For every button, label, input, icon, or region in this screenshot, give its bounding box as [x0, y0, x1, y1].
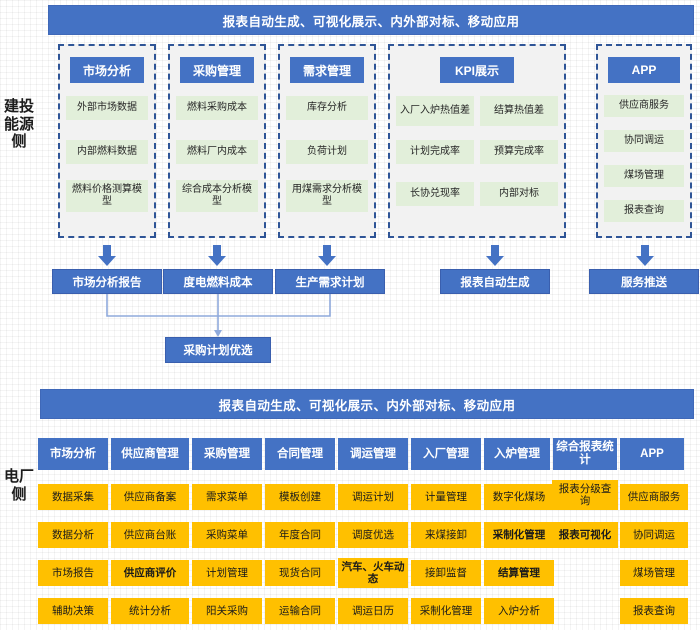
col-head-inbound-plant-management[interactable]: 入厂管理	[411, 438, 481, 470]
leaf-procurement-3[interactable]: 综合成本分析模型	[176, 180, 258, 212]
group-title-demand-management[interactable]: 需求管理	[290, 57, 364, 83]
arrow-down-procurement	[208, 245, 226, 266]
leaf-procurement-2[interactable]: 燃料厂内成本	[176, 140, 258, 164]
cell-contract-management-4[interactable]: 运输合同	[265, 598, 335, 624]
group-title-market-analysis[interactable]: 市场分析	[70, 57, 144, 83]
lower-banner: 报表自动生成、可视化展示、内外部对标、移动应用	[40, 389, 694, 419]
col-head-procurement-management[interactable]: 采购管理	[192, 438, 262, 470]
leaf-market-analysis-1[interactable]: 外部市场数据	[66, 96, 148, 120]
leaf-market-analysis-3[interactable]: 燃料价格测算模型	[66, 180, 148, 212]
outcome-service-push[interactable]: 服务推送	[589, 269, 699, 294]
cell-contract-management-3[interactable]: 现货合同	[265, 560, 335, 586]
leaf-app-2[interactable]: 协同调运	[604, 130, 684, 152]
cell-comprehensive-report-2[interactable]: 报表可视化	[552, 522, 618, 548]
outcome-market-analysis-report[interactable]: 市场分析报告	[52, 269, 162, 294]
group-title-procurement-management[interactable]: 采购管理	[180, 57, 254, 83]
cell-furnace-management-4[interactable]: 入炉分析	[484, 598, 554, 624]
cell-market-analysis-2[interactable]: 数据分析	[38, 522, 108, 548]
group-title-kpi-display[interactable]: KPI展示	[440, 57, 514, 83]
cell-furnace-management-2[interactable]: 采制化管理	[484, 522, 554, 548]
leaf-kpi-2[interactable]: 结算热值差	[480, 96, 558, 126]
cell-app-4[interactable]: 报表查询	[620, 598, 688, 624]
outcome-procurement-plan-optimization[interactable]: 采购计划优选	[165, 337, 271, 363]
cell-market-analysis-3[interactable]: 市场报告	[38, 560, 108, 586]
arrow-down-market	[98, 245, 116, 266]
upper-banner: 报表自动生成、可视化展示、内外部对标、移动应用	[48, 5, 694, 35]
arrow-down-demand	[318, 245, 336, 266]
cell-supplier-management-4[interactable]: 统计分析	[111, 598, 189, 624]
leaf-demand-1[interactable]: 库存分析	[286, 96, 368, 120]
cell-comprehensive-report-1[interactable]: 报表分级查询	[552, 480, 618, 510]
cell-procurement-management-3[interactable]: 计划管理	[192, 560, 262, 586]
cell-supplier-management-3[interactable]: 供应商评价	[111, 560, 189, 586]
outcome-production-demand-plan[interactable]: 生产需求计划	[275, 269, 385, 294]
cell-market-analysis-4[interactable]: 辅助决策	[38, 598, 108, 624]
col-head-comprehensive-report-statistics[interactable]: 综合报表统计	[553, 438, 617, 470]
col-head-app[interactable]: APP	[620, 438, 684, 470]
group-title-app[interactable]: APP	[608, 57, 680, 83]
cell-procurement-management-2[interactable]: 采购菜单	[192, 522, 262, 548]
leaf-demand-2[interactable]: 负荷计划	[286, 140, 368, 164]
leaf-kpi-1[interactable]: 入厂入炉热值差	[396, 96, 474, 126]
cell-dispatch-management-1[interactable]: 调运计划	[338, 484, 408, 510]
cell-furnace-management-1[interactable]: 数字化煤场	[484, 484, 554, 510]
leaf-app-3[interactable]: 煤场管理	[604, 165, 684, 187]
cell-dispatch-management-4[interactable]: 调运日历	[338, 598, 408, 624]
cell-dispatch-management-2[interactable]: 调度优选	[338, 522, 408, 548]
outcome-fuel-cost-per-kwh[interactable]: 度电燃料成本	[163, 269, 273, 294]
leaf-kpi-6[interactable]: 内部对标	[480, 182, 558, 206]
leaf-kpi-3[interactable]: 计划完成率	[396, 140, 474, 164]
col-head-furnace-management[interactable]: 入炉管理	[484, 438, 550, 470]
cell-inbound-plant-management-2[interactable]: 来煤接卸	[411, 522, 481, 548]
col-head-market-analysis[interactable]: 市场分析	[38, 438, 108, 470]
cell-procurement-management-4[interactable]: 阳关采购	[192, 598, 262, 624]
leaf-app-4[interactable]: 报表查询	[604, 200, 684, 222]
cell-supplier-management-1[interactable]: 供应商备案	[111, 484, 189, 510]
col-head-dispatch-management[interactable]: 调运管理	[338, 438, 408, 470]
col-head-contract-management[interactable]: 合同管理	[265, 438, 335, 470]
merge-connector	[106, 294, 331, 337]
leaf-procurement-1[interactable]: 燃料采购成本	[176, 96, 258, 120]
arrow-down-kpi	[486, 245, 504, 266]
cell-dispatch-management-3[interactable]: 汽车、火车动态	[338, 558, 408, 588]
cell-market-analysis-1[interactable]: 数据采集	[38, 484, 108, 510]
cell-supplier-management-2[interactable]: 供应商台账	[111, 522, 189, 548]
cell-inbound-plant-management-3[interactable]: 接卸监督	[411, 560, 481, 586]
cell-app-3[interactable]: 煤场管理	[620, 560, 688, 586]
col-head-supplier-management[interactable]: 供应商管理	[111, 438, 189, 470]
cell-procurement-management-1[interactable]: 需求菜单	[192, 484, 262, 510]
cell-app-2[interactable]: 协同调运	[620, 522, 688, 548]
side-label-upper: 建投能源侧	[3, 97, 34, 151]
cell-app-1[interactable]: 供应商服务	[620, 484, 688, 510]
leaf-kpi-5[interactable]: 长协兑现率	[396, 182, 474, 206]
side-label-lower: 电厂侧	[3, 467, 34, 503]
arrow-down-app	[636, 245, 654, 266]
leaf-market-analysis-2[interactable]: 内部燃料数据	[66, 140, 148, 164]
cell-inbound-plant-management-1[interactable]: 计量管理	[411, 484, 481, 510]
leaf-demand-3[interactable]: 用煤需求分析模型	[286, 180, 368, 212]
cell-contract-management-1[interactable]: 模板创建	[265, 484, 335, 510]
cell-inbound-plant-management-4[interactable]: 采制化管理	[411, 598, 481, 624]
cell-furnace-management-3[interactable]: 结算管理	[484, 560, 554, 586]
outcome-report-auto-generation[interactable]: 报表自动生成	[440, 269, 550, 294]
cell-contract-management-2[interactable]: 年度合同	[265, 522, 335, 548]
leaf-kpi-4[interactable]: 预算完成率	[480, 140, 558, 164]
leaf-app-1[interactable]: 供应商服务	[604, 95, 684, 117]
